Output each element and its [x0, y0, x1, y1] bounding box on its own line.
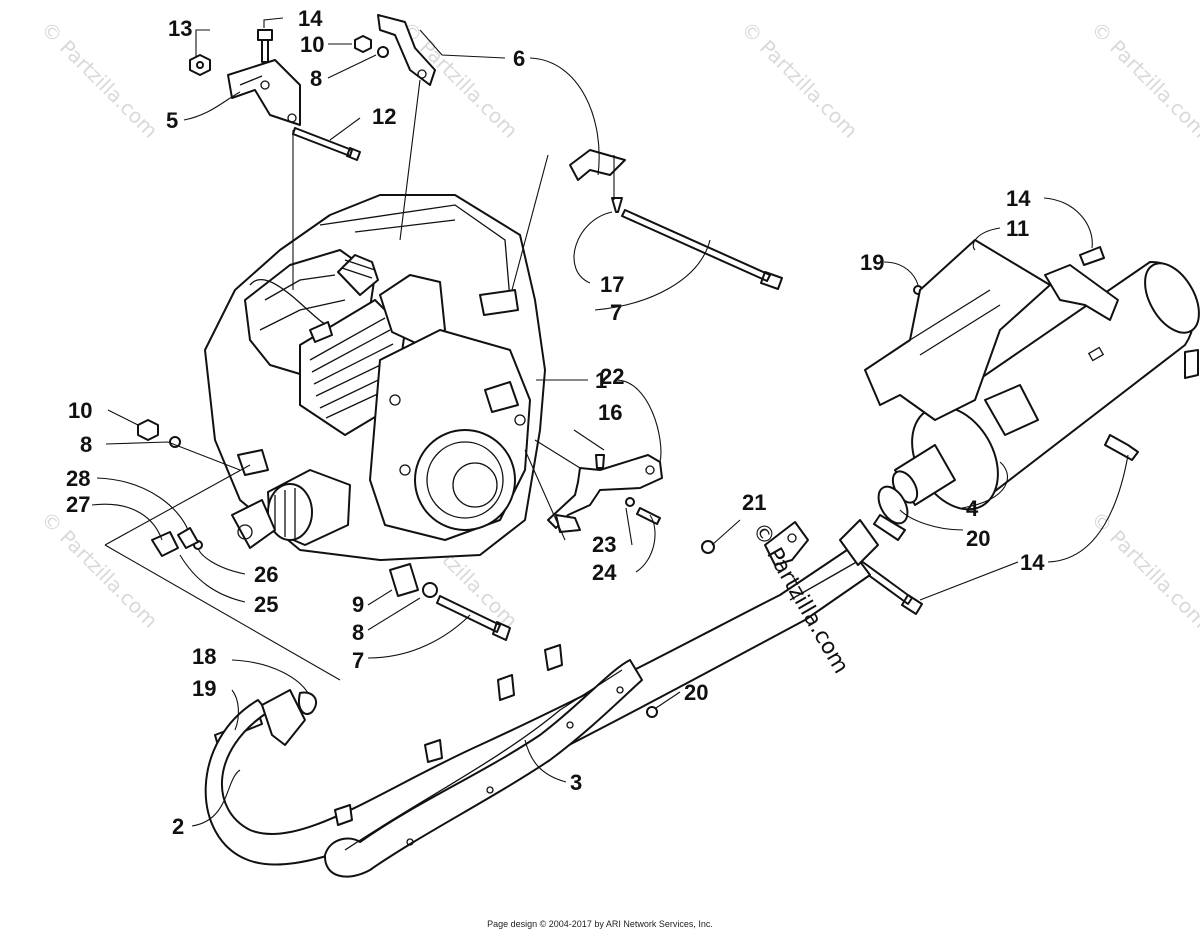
callout-24: 24	[592, 560, 617, 585]
callout-18: 19	[192, 676, 216, 701]
bolt-26	[237, 449, 269, 476]
muffler-shield-11	[864, 239, 1119, 421]
washer-8-left	[169, 436, 181, 448]
heat-shield-3	[323, 659, 643, 878]
washer-24	[625, 497, 635, 507]
callout-22: 21	[742, 490, 766, 515]
watermark: © Partzilla.com	[1086, 17, 1200, 143]
bolt-15	[595, 454, 605, 469]
washer-8-top	[377, 46, 389, 58]
callout-14-top: 14	[298, 6, 323, 31]
washer-13	[196, 61, 204, 69]
bolt-7-top	[621, 209, 783, 290]
callout-4: 4	[966, 496, 979, 521]
bolt-14-right-mid	[1104, 434, 1139, 461]
callout-16: 17	[600, 272, 624, 297]
callout-8-top: 8	[310, 66, 322, 91]
callout-1: 1	[595, 368, 607, 393]
callout-14-right: 14	[1006, 186, 1031, 211]
bolt-12	[292, 127, 361, 161]
spacer-9	[389, 563, 419, 597]
watermark: © Partzilla.com	[36, 507, 162, 633]
callout-8-lower: 8	[352, 620, 364, 645]
mount-bracket-5	[227, 59, 301, 126]
bolt-7-lower	[436, 595, 511, 641]
nut-10-top	[354, 35, 372, 53]
callout-3: 3	[570, 770, 582, 795]
callout-15: 16	[598, 400, 622, 425]
callout-2: 2	[172, 814, 184, 839]
callout-9: 9	[352, 592, 364, 617]
gasket-17	[298, 691, 318, 715]
callout-12: 12	[372, 104, 396, 129]
callout-14-bottom: 14	[1020, 550, 1045, 575]
bolt-14-right-top	[1079, 246, 1105, 266]
washer-8-lower	[422, 582, 438, 598]
leader-lines	[91, 17, 1129, 827]
callout-27: 27	[66, 492, 90, 517]
callout-19-lower: 20	[684, 680, 708, 705]
watermark: © Partzilla.com	[36, 17, 162, 143]
watermark: © Partzilla.com	[396, 17, 522, 143]
callout-17: 18	[192, 644, 216, 669]
engine-assembly	[204, 194, 546, 561]
page-footer-credit: Page design © 2004-2017 by ARI Network S…	[487, 919, 713, 929]
callout-11: 11	[1006, 216, 1029, 241]
shift-lever-21	[547, 454, 663, 533]
callout-8-left: 8	[80, 432, 92, 457]
watermark: © Partzilla.com	[736, 17, 862, 143]
bolt-14-top	[257, 29, 273, 63]
callout-26: 26	[254, 562, 278, 587]
clamp-20	[873, 485, 909, 541]
callout-23: 23	[592, 532, 616, 557]
hardware-fasteners	[137, 29, 1139, 743]
nut-22	[701, 540, 715, 554]
exhaust-pipe-2	[204, 519, 879, 866]
clip-28	[177, 527, 199, 549]
callout-labels: 13 14 10 8 6 5 12 17 7 1 22 22 22 16 10 …	[66, 6, 1045, 839]
callout-28: 28	[66, 466, 90, 491]
callout-5: 5	[166, 108, 178, 133]
bolt-16	[611, 197, 623, 213]
pipe-bracket	[764, 521, 809, 566]
nut-10-left	[137, 419, 159, 441]
callout-10-left: 10	[68, 398, 92, 423]
callout-25: 25	[254, 592, 278, 617]
pin-23	[636, 507, 661, 525]
callout-13: 13	[168, 16, 192, 41]
muffler-4	[891, 261, 1200, 511]
callout-7-lower: 7	[352, 648, 364, 673]
mount-bracket-16	[569, 149, 626, 181]
rivet-19-lower	[646, 706, 658, 718]
callout-10-top: 10	[300, 32, 324, 57]
callout-21: 22	[600, 364, 624, 389]
callout-7-top: 7	[610, 300, 622, 325]
sensor-27	[151, 531, 179, 557]
callout-19-top: 19	[860, 250, 884, 275]
mount-bracket-6	[377, 14, 436, 86]
callout-6: 6	[513, 46, 525, 71]
